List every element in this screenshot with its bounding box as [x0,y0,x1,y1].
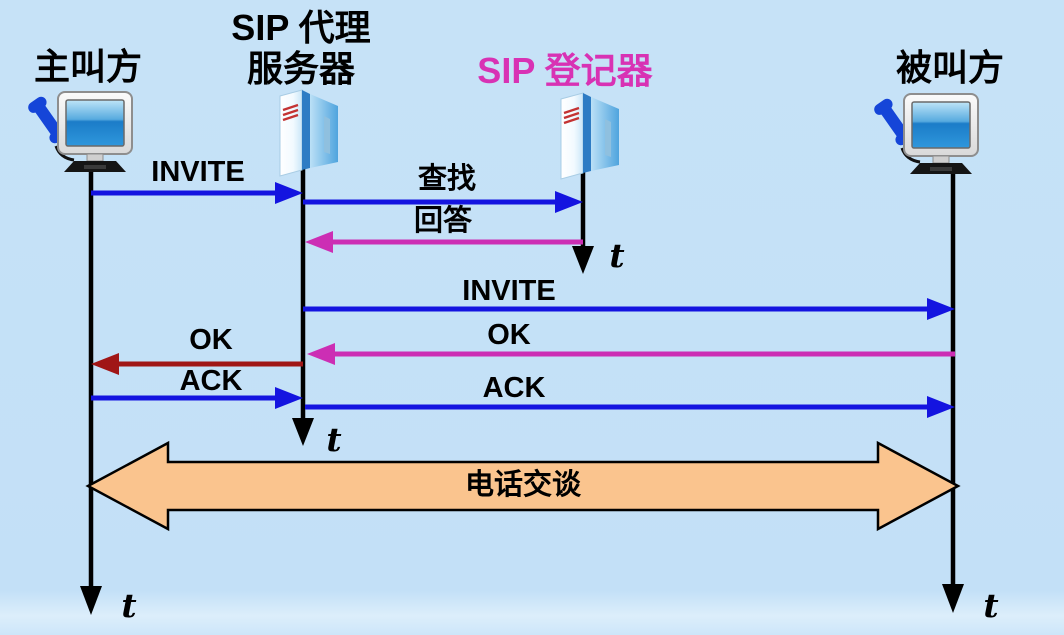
caller-lifeline [80,170,102,615]
proxy-title-line1: SIP 代理 [231,7,371,48]
invite-arrow-caller-to-proxy [91,182,303,204]
callee-title: 被叫方 [895,47,1005,89]
callee-pc-icon [874,93,979,174]
ok-label-proxy-to-caller: OK [189,324,233,357]
invite-label-caller-to-proxy: INVITE [151,156,245,189]
registrar-time-label: t [609,235,625,275]
ack-label-proxy-to-callee: ACK [482,372,546,405]
ack-arrow-proxy-to-callee [305,396,955,418]
ack-label-caller-to-proxy: ACK [179,365,243,398]
conversation-label: 电话交谈 [464,469,582,502]
conversation-double-arrow [85,440,961,532]
ack-arrow-caller-to-proxy [91,387,303,409]
registrar-lifeline [572,172,594,274]
invite-arrow-proxy-to-callee [303,298,955,320]
registrar-server-icon [560,92,619,180]
proxy-lifeline [292,168,314,446]
invite-label-proxy-to-callee: INVITE [462,275,556,308]
callee-time-label: t [983,585,999,625]
ok-arrow-callee-to-proxy [307,343,955,365]
monitor-icon [57,91,133,172]
monitor-icon [903,93,979,174]
proxy-title-line2: 服务器 [246,48,356,89]
ok-arrow-proxy-to-caller [91,353,303,375]
proxy-server-icon [279,89,338,177]
proxy-title: SIP 代理 服务器 [231,7,370,89]
caller-title: 主叫方 [33,46,143,88]
lookup-label: 查找 [417,163,477,196]
registrar-title: SIP 登记器 [477,50,653,92]
ok-label-callee-to-proxy: OK [487,319,531,352]
caller-time-label: t [121,585,137,625]
answer-arrow-registrar-to-proxy [305,231,583,253]
lookup-arrow-proxy-to-registrar [303,191,583,213]
answer-label: 回答 [413,205,473,238]
caller-pc-icon [28,91,133,172]
proxy-time-label: t [326,419,342,459]
callee-lifeline [942,174,964,613]
